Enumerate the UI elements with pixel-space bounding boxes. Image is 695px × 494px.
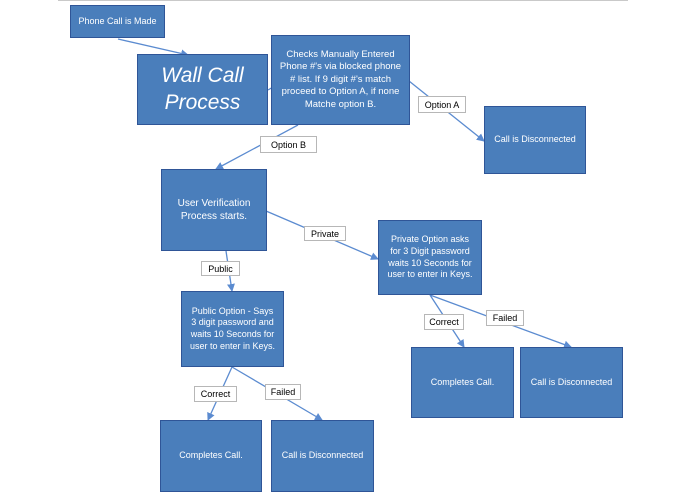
disconnect-a-text: Call is Disconnected: [494, 134, 576, 145]
public-option-box: Public Option - Says 3 digit password an…: [181, 291, 284, 367]
private-option-text: Private Option asks for 3 Digit password…: [387, 234, 473, 280]
disconnect-a-box: Call is Disconnected: [484, 106, 586, 174]
label-option-a: Option A: [418, 96, 466, 113]
label-public-correct: Correct: [194, 386, 237, 402]
disconnect-public-text: Call is Disconnected: [281, 450, 364, 461]
label-public-failed: Failed: [265, 384, 301, 400]
complete-public-box: Completes Call.: [160, 420, 262, 492]
public-option-text: Public Option - Says 3 digit password an…: [189, 305, 276, 351]
complete-private-text: Completes Call.: [430, 376, 495, 387]
user-verification-text: User Verification Process starts.: [177, 198, 251, 222]
disconnect-private-text: Call is Disconnected: [530, 376, 613, 387]
label-option-b: Option B: [260, 136, 317, 153]
disconnect-public-box: Call is Disconnected: [271, 420, 374, 492]
user-verification-box: User Verification Process starts.: [161, 169, 267, 251]
arrow-phone-to-title: [117, 38, 189, 58]
label-private-failed: Failed: [486, 310, 524, 326]
check-box: Checks Manually Entered Phone #'s via bl…: [271, 35, 410, 125]
title-box: Wall Call Process: [137, 54, 268, 125]
top-rule: [58, 0, 628, 1]
label-public: Public: [201, 261, 240, 276]
phone-call-text: Phone Call is Made: [78, 15, 157, 26]
disconnect-private-box: Call is Disconnected: [520, 347, 623, 418]
check-text: Checks Manually Entered Phone #'s via bl…: [279, 49, 402, 110]
private-option-box: Private Option asks for 3 Digit password…: [378, 220, 482, 295]
label-private-correct: Correct: [424, 314, 464, 330]
diagram-title: Wall Call Process: [161, 64, 244, 114]
arrow-check-to-verification: [215, 124, 299, 170]
complete-public-text: Completes Call.: [179, 450, 243, 461]
phone-call-box: Phone Call is Made: [70, 5, 165, 38]
complete-private-box: Completes Call.: [411, 347, 514, 418]
label-private: Private: [304, 226, 346, 241]
